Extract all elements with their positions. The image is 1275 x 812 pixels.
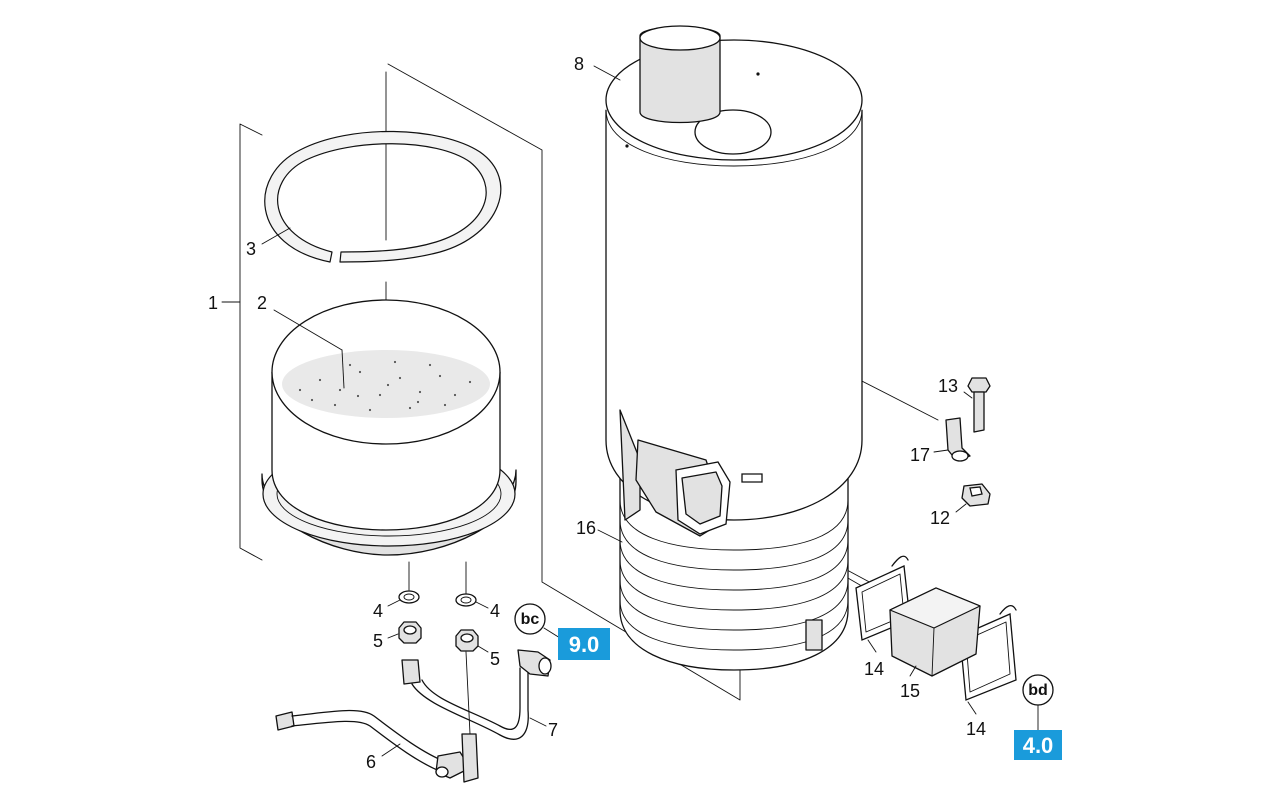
label-part-4-right: 4 bbox=[490, 601, 500, 621]
label-part-2: 2 bbox=[257, 293, 267, 313]
label-part-3: 3 bbox=[246, 239, 256, 259]
label-part-6: 6 bbox=[366, 752, 376, 772]
callout-bc: bc 9.0 bbox=[514, 603, 610, 660]
mounting-clip bbox=[945, 417, 971, 462]
label-part-12: 12 bbox=[930, 508, 950, 528]
callout-code-bd: bd bbox=[1028, 682, 1048, 699]
seal-ring bbox=[264, 130, 502, 263]
nut-left bbox=[398, 621, 422, 644]
tank-cylinder bbox=[605, 25, 863, 521]
callout-code-bc: bc bbox=[521, 611, 540, 628]
label-part-15: 15 bbox=[900, 681, 920, 701]
inlet-duct bbox=[619, 409, 731, 537]
part-labels: 1 2 3 4 4 5 5 6 7 8 12 13 1 bbox=[208, 54, 986, 772]
nut-right bbox=[455, 629, 479, 652]
drain-pipe-valve bbox=[275, 651, 479, 783]
label-part-5-left: 5 bbox=[373, 631, 383, 651]
label-part-13: 13 bbox=[938, 376, 958, 396]
callout-ref-4-0: 4.0 bbox=[1023, 733, 1054, 758]
label-part-7: 7 bbox=[548, 720, 558, 740]
clamp-nut bbox=[961, 483, 991, 507]
label-part-1: 1 bbox=[208, 293, 218, 313]
bracket-1 bbox=[239, 123, 263, 561]
filter-cartridge bbox=[261, 299, 517, 556]
hose-assembly bbox=[401, 649, 552, 740]
label-part-16: 16 bbox=[576, 518, 596, 538]
washer-left bbox=[398, 590, 420, 604]
filter-box bbox=[889, 587, 981, 677]
callout-ref-9-0: 9.0 bbox=[569, 632, 600, 657]
label-part-5-right: 5 bbox=[490, 649, 500, 669]
bolt bbox=[967, 377, 991, 433]
label-part-17: 17 bbox=[910, 445, 930, 465]
label-part-4-left: 4 bbox=[373, 601, 383, 621]
label-part-8: 8 bbox=[574, 54, 584, 74]
callout-bd: bd 4.0 bbox=[1014, 674, 1062, 760]
washer-right bbox=[455, 593, 477, 607]
label-part-14-right: 14 bbox=[966, 719, 986, 739]
label-part-14-left: 14 bbox=[864, 659, 884, 679]
